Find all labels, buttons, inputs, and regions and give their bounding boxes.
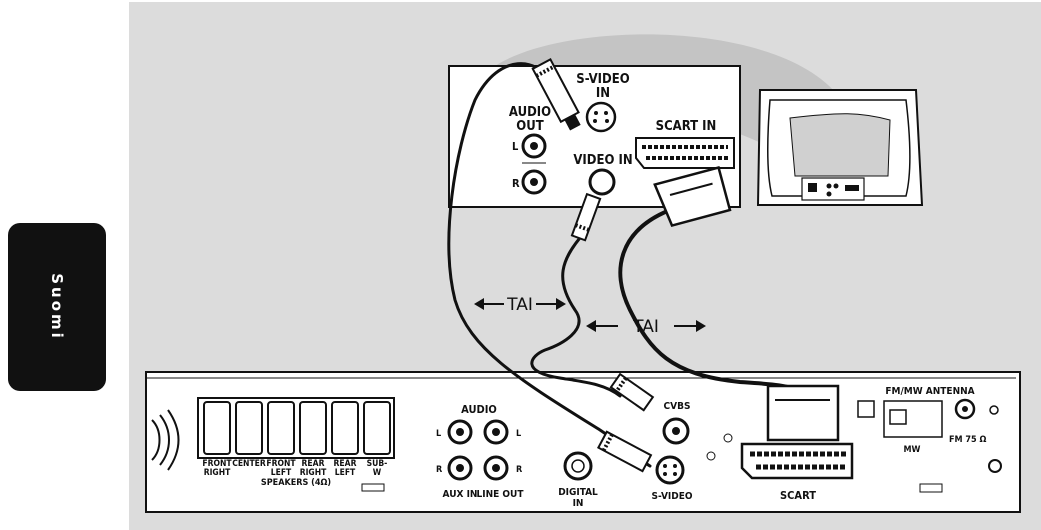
composite-plug-top xyxy=(570,192,602,242)
svideo-port xyxy=(655,455,685,485)
scart-cable xyxy=(618,208,802,394)
digital-in-label-1: DIGITAL xyxy=(558,487,598,498)
audio-label: AUDIO xyxy=(461,403,497,416)
svideo-in-label-2: IN xyxy=(596,86,610,101)
scart-port xyxy=(740,442,854,480)
line-l-label: L xyxy=(516,429,521,439)
aux-l-label: L xyxy=(436,429,441,439)
speaker-label-rl-1: REAR xyxy=(334,459,357,469)
or-arrow-2: TAI xyxy=(586,317,706,337)
aux-in-label: AUX IN xyxy=(443,489,478,500)
speaker-label-rl-2: LEFT xyxy=(335,468,356,478)
speaker-label-center: CENTER xyxy=(232,459,266,469)
scart-plug-top xyxy=(653,165,732,228)
audio-out-l-label: L xyxy=(512,140,519,153)
speaker-label-fr-1: FRONT xyxy=(202,459,232,469)
receiver-back-panel: FRONT RIGHT CENTER FRONT LEFT REAR RIGHT… xyxy=(145,371,1021,513)
speaker-terminals xyxy=(203,401,391,455)
speaker-label-fl-1: FRONT xyxy=(266,459,296,469)
speaker-label-sub-1: SUB- xyxy=(367,459,388,469)
audio-out-label-2: OUT xyxy=(516,119,543,134)
or-label-2: TAI xyxy=(632,317,659,337)
speaker-label-rr-2: RIGHT xyxy=(300,468,327,478)
scart-plug-bottom xyxy=(766,384,840,442)
video-in-label: VIDEO IN xyxy=(573,153,632,168)
svideo-cable xyxy=(447,62,652,468)
line-out-label: LINE OUT xyxy=(477,489,525,500)
language-tab: Suomi xyxy=(8,223,106,391)
tv-illustration xyxy=(756,89,924,206)
antenna-label: FM/MW ANTENNA xyxy=(885,386,974,397)
svideo-plug-top xyxy=(531,58,581,131)
line-r-label: R xyxy=(516,465,523,475)
cables xyxy=(447,62,802,468)
audio-out-r-label: R xyxy=(512,177,520,190)
svideo-label: S-VIDEO xyxy=(651,491,692,502)
composite-plug-bottom xyxy=(609,372,655,412)
aux-r-label: R xyxy=(436,465,443,475)
svideo-plug-bottom xyxy=(596,430,653,473)
speaker-label-rr-1: REAR xyxy=(302,459,325,469)
speaker-label-fl-2: LEFT xyxy=(271,468,292,478)
or-arrow-1: TAI xyxy=(474,295,566,315)
digital-in-label-2: IN xyxy=(573,498,584,509)
fm-label: FM 75 Ω xyxy=(949,435,986,445)
audio-jacks xyxy=(447,419,509,481)
video-in-port xyxy=(588,168,616,196)
speaker-label-fr-2: RIGHT xyxy=(204,468,231,478)
svideo-in-label-1: S-VIDEO xyxy=(576,72,629,87)
mw-label: MW xyxy=(904,445,921,455)
scart-in-label: SCART IN xyxy=(656,119,717,134)
svideo-in-port xyxy=(585,101,617,133)
speaker-label-sub-2: W xyxy=(373,468,382,478)
composite-cable xyxy=(530,230,622,398)
audio-out-label-1: AUDIO xyxy=(509,105,551,120)
scart-label: SCART xyxy=(780,489,816,502)
cvbs-label: CVBS xyxy=(664,401,691,412)
or-label-1: TAI xyxy=(506,295,533,315)
speakers-caption: SPEAKERS (4Ω) xyxy=(261,478,331,488)
scart-in-port xyxy=(635,137,735,169)
mw-terminal xyxy=(889,409,907,425)
